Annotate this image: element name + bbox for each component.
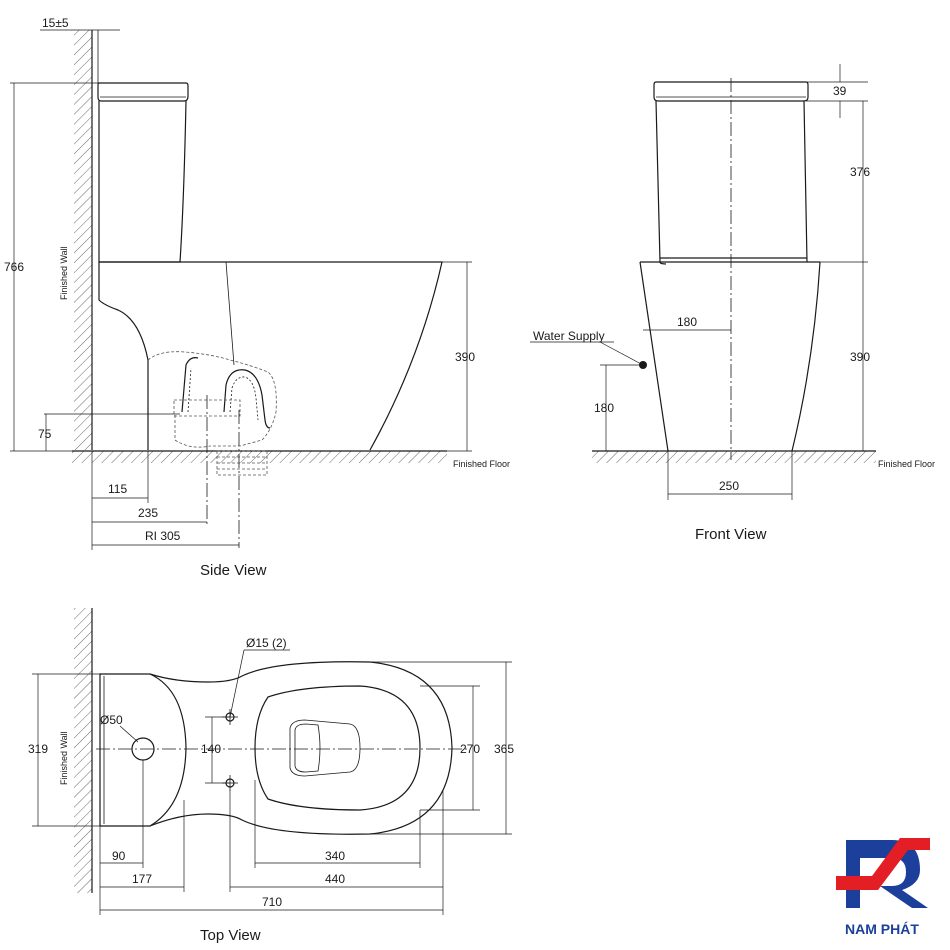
dim-seat-width: 270 <box>460 742 480 756</box>
dim-rough-in: RI 305 <box>145 529 181 543</box>
dim-total-height: 766 <box>4 260 24 274</box>
dim-inlet-height: 75 <box>38 427 52 441</box>
top-seat <box>254 685 421 811</box>
front-view: Water Supply 180 180 39 376 390 250 Fini… <box>530 64 935 543</box>
front-floor-hatch <box>592 451 876 463</box>
dim-440: 440 <box>325 872 345 886</box>
dim-total-length: 710 <box>262 895 282 909</box>
dim-wall-gap: 15±5 <box>42 16 69 30</box>
top-tank <box>99 673 187 827</box>
logo-brand-text: NAM PHÁT <box>845 921 919 937</box>
top-bowl-outline <box>149 661 453 835</box>
dim-front-bowl: 390 <box>850 350 870 364</box>
side-view: 15±5 766 75 390 115 235 RI 305 Finished … <box>4 16 510 579</box>
dim-lid: 39 <box>833 84 847 98</box>
dim-bolt-spacing: 140 <box>201 742 221 756</box>
dim-bowl-height: 390 <box>455 350 475 364</box>
front-tank <box>655 100 808 265</box>
dim-outlet: Ø50 <box>100 713 123 727</box>
dim-90: 90 <box>112 849 126 863</box>
top-view: Ø15 (2) Ø50 140 319 270 365 90 177 <box>28 608 514 944</box>
dim-supply-height: 180 <box>594 401 614 415</box>
dim-tank: 376 <box>850 165 870 179</box>
dim-177: 177 <box>132 872 152 886</box>
nam-phat-logo: NAM PHÁT <box>836 838 930 937</box>
side-floor-label: Finished Floor <box>453 459 510 469</box>
top-wall-hatch <box>74 608 92 893</box>
dim-supply-offset: 180 <box>677 315 697 329</box>
front-view-title: Front View <box>695 526 767 543</box>
logo-blue-shape <box>846 840 928 908</box>
dim-base-width: 250 <box>719 479 739 493</box>
side-trapway-hidden <box>147 351 277 447</box>
dim-115: 115 <box>108 482 127 496</box>
side-trap-section <box>181 357 199 413</box>
side-view-title: Side View <box>200 562 267 579</box>
logo-red-shape <box>836 838 930 890</box>
dim-total-width: 365 <box>494 742 514 756</box>
water-supply-label: Water Supply <box>533 329 605 343</box>
front-bowl-right <box>791 261 821 452</box>
dim-bolt-holes: Ø15 (2) <box>246 636 287 650</box>
front-floor-label: Finished Floor <box>878 459 935 469</box>
top-view-title: Top View <box>200 927 261 944</box>
side-bowl-front <box>98 262 149 450</box>
side-wall-hatch <box>74 30 92 450</box>
dim-235: 235 <box>138 506 158 520</box>
top-bowl-opening <box>289 719 361 777</box>
side-wall-label: Finished Wall <box>59 246 69 300</box>
side-tank <box>98 100 187 263</box>
front-bowl-left <box>639 261 669 452</box>
dim-width-319: 319 <box>28 742 48 756</box>
dim-340: 340 <box>325 849 345 863</box>
side-tank-lid <box>97 82 189 102</box>
top-wall-label: Finished Wall <box>59 731 69 785</box>
side-bowl-outline <box>99 261 443 451</box>
